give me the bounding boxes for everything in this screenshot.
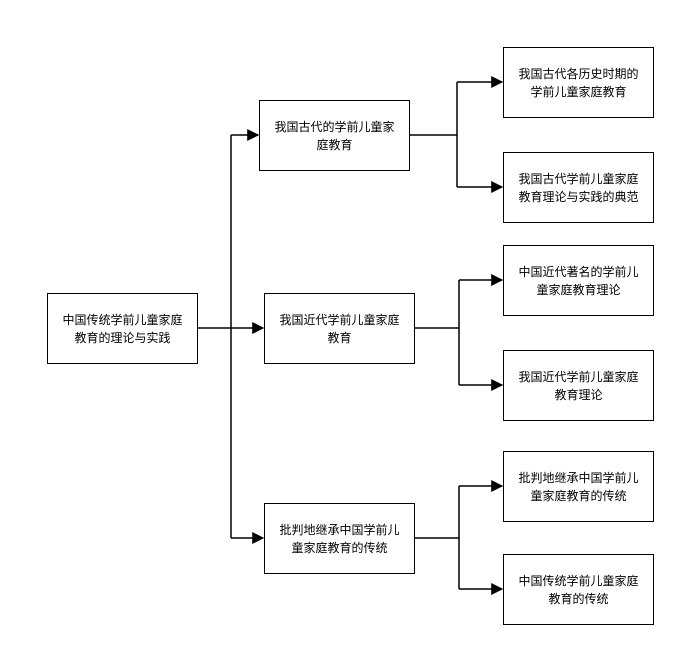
leaf-node-line-1: 中国近代著名的学前儿	[518, 264, 639, 279]
leaf-node-line-2: 教育理论与实践的典范	[518, 189, 639, 204]
branch-node-line-1: 批判地继承中国学前儿	[279, 522, 400, 537]
leaf-node-modern-theory: 我国近代学前儿童家庭 教育理论	[503, 350, 654, 421]
branch-node-line-2: 教育	[327, 330, 352, 345]
root-node-line-1: 中国传统学前儿童家庭	[62, 312, 183, 327]
branch-node-line-1: 我国古代的学前儿童家	[274, 119, 395, 134]
root-node: 中国传统学前儿童家庭 教育的理论与实践	[47, 293, 198, 364]
leaf-node-line-1: 我国古代各历史时期的	[518, 66, 639, 81]
leaf-node-line-2: 学前儿童家庭教育	[530, 84, 627, 99]
branch-node-inherit: 批判地继承中国学前儿 童家庭教育的传统	[264, 503, 415, 574]
leaf-node-traditional: 中国传统学前儿童家庭 教育的传统	[503, 554, 654, 625]
branch-node-modern: 我国近代学前儿童家庭 教育	[264, 293, 415, 364]
branch-node-line-2: 庭教育	[316, 137, 353, 152]
root-node-line-2: 教育的理论与实践	[74, 330, 171, 345]
leaf-node-line-1: 批判地继承中国学前儿	[518, 470, 639, 485]
leaf-node-line-1: 我国近代学前儿童家庭	[518, 369, 639, 384]
branch-node-line-2: 童家庭教育的传统	[291, 540, 388, 555]
leaf-node-line-2: 教育的传统	[548, 591, 609, 606]
branch-node-line-1: 我国近代学前儿童家庭	[279, 312, 400, 327]
leaf-node-modern-famous: 中国近代著名的学前儿 童家庭教育理论	[503, 245, 654, 316]
leaf-node-line-1: 中国传统学前儿童家庭	[518, 573, 639, 588]
leaf-node-line-2: 教育理论	[554, 387, 603, 402]
leaf-node-line-1: 我国古代学前儿童家庭	[518, 171, 639, 186]
leaf-node-line-2: 童家庭教育的传统	[530, 488, 627, 503]
leaf-node-inherit-critically: 批判地继承中国学前儿 童家庭教育的传统	[503, 451, 654, 522]
leaf-node-line-2: 童家庭教育理论	[536, 282, 621, 297]
branch-node-ancient: 我国古代的学前儿童家 庭教育	[259, 100, 410, 171]
leaf-node-ancient-periods: 我国古代各历史时期的 学前儿童家庭教育	[503, 47, 654, 118]
leaf-node-ancient-exemplars: 我国古代学前儿童家庭 教育理论与实践的典范	[503, 152, 654, 223]
